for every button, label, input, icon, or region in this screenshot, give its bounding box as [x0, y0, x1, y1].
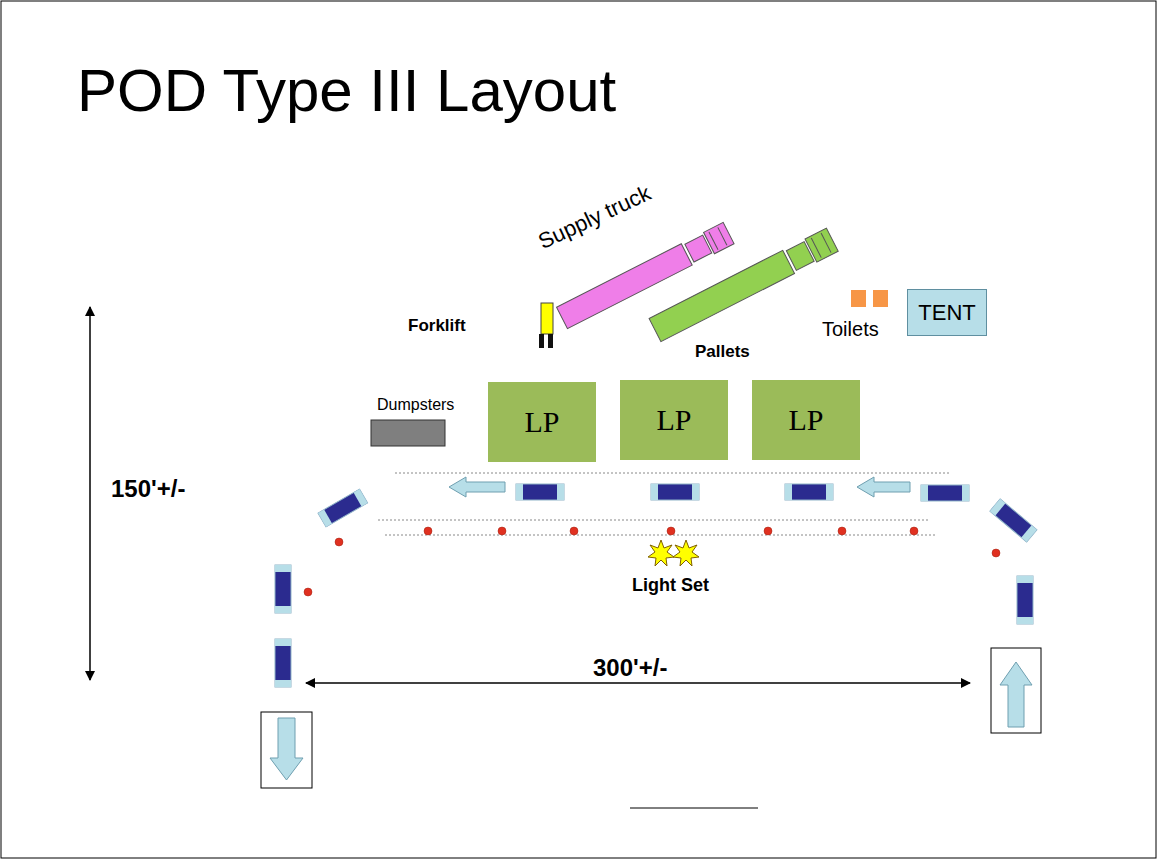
forklift-label: Forklift: [408, 317, 466, 336]
node-label: LP: [524, 405, 559, 439]
loading-point-box: LP: [620, 380, 728, 460]
loading-point-box: LP: [488, 382, 596, 462]
toilets-label: Toilets: [822, 318, 879, 340]
dumpsters-label: Dumpsters: [377, 396, 454, 414]
node-label: LP: [656, 403, 691, 437]
dimension-label: 300'+/-: [590, 655, 670, 681]
truck-label: Supply truck: [535, 181, 655, 254]
loading-point-box: LP: [752, 380, 860, 460]
node-label: LP: [788, 403, 823, 437]
tent-box: TENT: [907, 289, 987, 336]
dimension-label: 150'+/-: [108, 476, 188, 502]
node-label: TENT: [918, 300, 975, 326]
slide-title: POD Type III Layout: [77, 58, 616, 124]
light-set-label: Light Set: [632, 576, 709, 596]
pallets-label: Pallets: [695, 343, 750, 362]
